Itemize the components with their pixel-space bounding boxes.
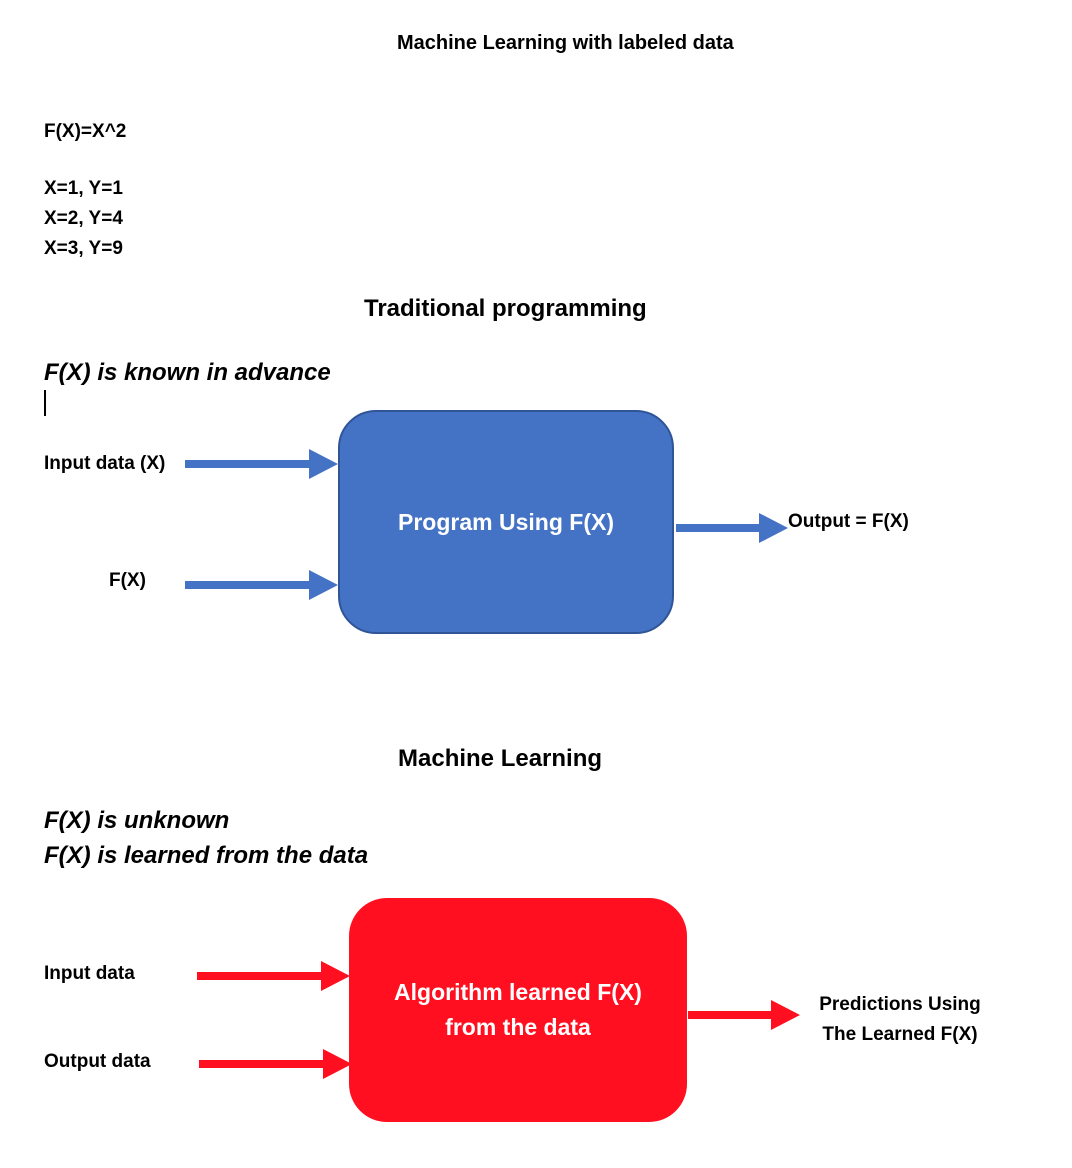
program-box-label: Program Using F(X) [398, 508, 614, 535]
page-title: Machine Learning with labeled data [397, 32, 734, 54]
algorithm-box: Algorithm learned F(X) from the data [349, 898, 687, 1122]
ml-note-2: F(X) is learned from the data [44, 842, 369, 869]
ml-input-data-label: Input data [44, 963, 135, 984]
ml-predictions-label: Predictions Using The Learned F(X) [800, 990, 1000, 1050]
algorithm-box-line-2: from the data [445, 1014, 591, 1040]
traditional-output-label: Output = F(X) [788, 511, 909, 532]
arrow-output-data-to-algorithm [199, 1049, 352, 1079]
algorithm-box-line-1: Algorithm learned F(X) [394, 979, 642, 1005]
traditional-note: F(X) is known in advance [44, 359, 331, 386]
ml-predictions-line-2: The Learned F(X) [822, 1024, 978, 1045]
traditional-heading: Traditional programming [364, 295, 647, 322]
arrow-input-data-to-algorithm [197, 961, 350, 991]
ml-heading: Machine Learning [398, 745, 603, 772]
program-box: Program Using F(X) [338, 410, 674, 634]
arrow-algorithm-to-predictions [688, 1000, 800, 1030]
ml-note-1: F(X) is unknown [44, 807, 230, 834]
function-definition: F(X)=X^2 [44, 121, 127, 142]
arrow-fx-to-program [185, 570, 338, 600]
example-3: X=3, Y=9 [44, 238, 123, 259]
traditional-fx-label: F(X) [109, 570, 146, 591]
example-2: X=2, Y=4 [44, 208, 123, 229]
example-1: X=1, Y=1 [44, 178, 123, 199]
traditional-input-data-label: Input data (X) [44, 453, 166, 474]
arrow-input-data-to-program [185, 449, 338, 479]
ml-output-data-label: Output data [44, 1051, 151, 1072]
text-cursor [44, 390, 46, 416]
arrow-program-to-output [676, 513, 788, 543]
ml-predictions-line-1: Predictions Using [819, 994, 981, 1015]
